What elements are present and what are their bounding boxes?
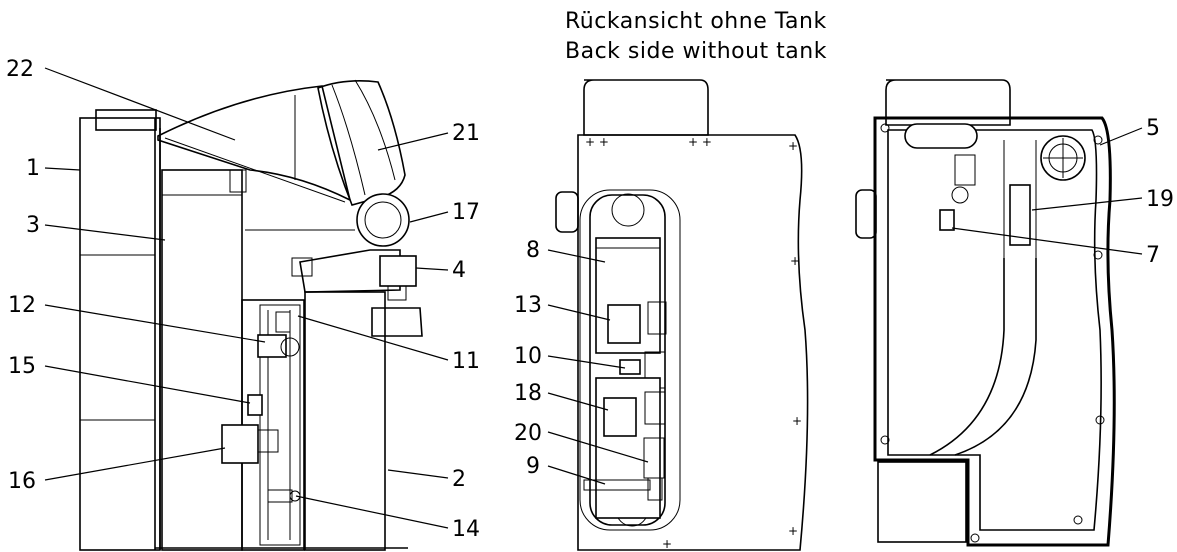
label-8: 8 bbox=[526, 238, 540, 263]
svg-text:+ +: + + bbox=[688, 135, 712, 149]
svg-text:+: + bbox=[790, 254, 800, 268]
label-19: 19 bbox=[1146, 187, 1174, 212]
label-16: 16 bbox=[8, 469, 36, 494]
side-view-drawing bbox=[79, 79, 423, 551]
svg-text:+: + bbox=[662, 537, 672, 551]
inner-view-drawing bbox=[855, 79, 1116, 547]
label-10: 10 bbox=[514, 344, 542, 369]
svg-text:+: + bbox=[788, 139, 798, 153]
label-9: 9 bbox=[526, 454, 540, 479]
label-21: 21 bbox=[452, 121, 480, 146]
label-3: 3 bbox=[26, 213, 40, 238]
label-12: 12 bbox=[8, 293, 36, 318]
svg-text:+: + bbox=[792, 414, 802, 428]
label-22: 22 bbox=[6, 57, 34, 82]
label-7: 7 bbox=[1146, 243, 1160, 268]
callout-labels: 22 1 3 12 15 16 21 17 4 11 2 14 8 13 10 … bbox=[6, 57, 1174, 542]
label-17: 17 bbox=[452, 200, 480, 225]
label-5: 5 bbox=[1146, 116, 1160, 141]
label-18: 18 bbox=[514, 381, 542, 406]
label-13: 13 bbox=[514, 293, 542, 318]
label-1: 1 bbox=[26, 156, 40, 181]
title-line-german: Rückansicht ohne Tank bbox=[565, 9, 827, 34]
label-11: 11 bbox=[452, 349, 480, 374]
back-view-drawing: + + + + + + + + + bbox=[555, 79, 809, 551]
label-2: 2 bbox=[452, 467, 466, 492]
leader-lines bbox=[44, 67, 1143, 529]
label-14: 14 bbox=[452, 517, 480, 542]
label-4: 4 bbox=[452, 258, 466, 283]
svg-text:+ +: + + bbox=[585, 135, 609, 149]
svg-text:+: + bbox=[788, 524, 798, 538]
label-20: 20 bbox=[514, 421, 542, 446]
title-line-english: Back side without tank bbox=[565, 39, 827, 64]
label-15: 15 bbox=[8, 354, 36, 379]
